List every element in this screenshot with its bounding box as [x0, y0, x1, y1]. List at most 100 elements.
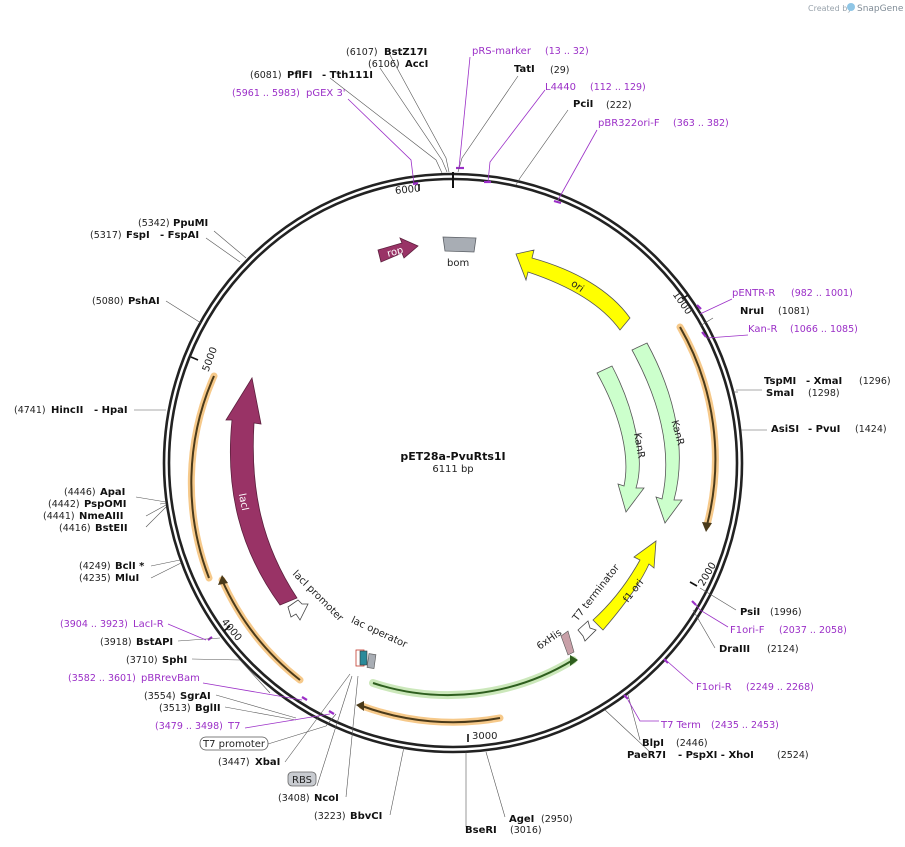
- site-apai-pos: (4446): [64, 487, 96, 498]
- site-fspi-pos: (5317): [90, 230, 122, 241]
- site-acci[interactable]: AccI: [405, 59, 428, 70]
- kanr-outer-feature[interactable]: [631, 342, 683, 524]
- site-bseri-pos: (3016): [510, 825, 542, 836]
- primer-l4440[interactable]: L4440: [545, 82, 576, 93]
- site-blpi[interactable]: BlpI: [642, 738, 664, 749]
- kb-ticks: [190, 184, 698, 742]
- rbs-feature[interactable]: [366, 653, 377, 669]
- site-hpai[interactable]: - HpaI: [94, 405, 128, 416]
- site-tth111i[interactable]: - Tth111I: [322, 70, 373, 81]
- site-bseri[interactable]: BseRI: [465, 825, 497, 836]
- watermark-brand: SnapGene: [857, 4, 904, 14]
- site-nrui[interactable]: NruI: [740, 306, 764, 317]
- site-mlui[interactable]: MluI: [115, 573, 139, 584]
- site-hincii[interactable]: HincII: [51, 405, 83, 416]
- bom-feature[interactable]: [442, 236, 477, 253]
- primer-kan-r[interactable]: Kan-R: [748, 324, 777, 335]
- kanr-inner-label: KanR: [631, 432, 646, 459]
- primer-pbrrevbam[interactable]: pBRrevBam: [141, 673, 200, 684]
- site-xbai[interactable]: XbaI: [255, 757, 280, 768]
- watermark-prefix: Created by: [808, 4, 852, 13]
- site-bsteii-pos: (4416): [59, 523, 91, 534]
- site-pflfi[interactable]: PflFI: [287, 70, 312, 81]
- site-apai[interactable]: ApaI: [100, 487, 125, 498]
- site-asisi[interactable]: AsiSI: [771, 424, 799, 435]
- site-draiii[interactable]: DraIII: [719, 644, 750, 655]
- site-bbvci-pos: (3223): [314, 811, 346, 822]
- site-sgrai[interactable]: SgrAI: [180, 691, 211, 702]
- primer-f1ori-f-range: (2037 .. 2058): [779, 625, 847, 636]
- site-pshai[interactable]: PshAI: [128, 296, 160, 307]
- primer-pentr-r[interactable]: pENTR-R: [732, 288, 775, 299]
- site-bsteii[interactable]: BstEII: [95, 523, 128, 534]
- rop-feature[interactable]: [377, 237, 419, 263]
- f1ori-feature[interactable]: [592, 540, 657, 631]
- plasmid-name: pET28a-PvuRts1I: [400, 450, 505, 463]
- site-nmeaiii[interactable]: NmeAIII: [79, 511, 123, 522]
- primer-t7-range: (3479 .. 3498): [155, 721, 223, 732]
- lac-operator-feature[interactable]: [359, 650, 368, 666]
- site-bstz17i-pos: (6107): [346, 47, 378, 58]
- site-sgrai-pos: (3554): [144, 691, 176, 702]
- site-smai[interactable]: SmaI: [766, 388, 794, 399]
- site-pspxi-xhoi[interactable]: - PspXI - XhoI: [678, 750, 754, 761]
- site-nmeaiii-pos: (4441): [43, 511, 75, 522]
- site-tati[interactable]: TatI: [514, 64, 535, 75]
- site-pshai-pos: (5080): [92, 296, 124, 307]
- primer-prs-marker-range: (13 .. 32): [545, 46, 589, 57]
- site-pspomi[interactable]: PspOMI: [84, 499, 126, 510]
- site-bstapi-pos: (3918): [100, 637, 132, 648]
- site-agei-pos: (2950): [541, 814, 573, 825]
- site-bcli[interactable]: BclI *: [115, 561, 145, 572]
- primer-kan-r-range: (1066 .. 1085): [790, 324, 858, 335]
- site-xbai-pos: (3447): [218, 757, 250, 768]
- site-bglii[interactable]: BglII: [195, 703, 221, 714]
- site-bstapi[interactable]: BstAPI: [136, 637, 173, 648]
- site-bstz17i[interactable]: BstZ17I: [384, 47, 427, 58]
- primer-marks: [207, 166, 707, 715]
- site-ncoi[interactable]: NcoI: [314, 793, 339, 804]
- snapgene-logo-icon: [847, 3, 855, 11]
- primer-t7-term-range: (2435 .. 2453): [711, 720, 779, 731]
- site-bbvci[interactable]: BbvCI: [350, 811, 382, 822]
- primer-pgex-range: (5961 .. 5983): [232, 88, 300, 99]
- site-ppumi-pos: (5342): [138, 218, 170, 229]
- rop-label: rop: [386, 245, 405, 260]
- site-blpi-pos: (2446): [676, 738, 708, 749]
- site-xmai[interactable]: - XmaI: [806, 376, 842, 387]
- his-tag-feature[interactable]: [560, 630, 575, 656]
- primer-laci-r[interactable]: LacI-R: [133, 619, 164, 630]
- primer-f1ori-r[interactable]: F1ori-R: [696, 682, 732, 693]
- laci-feature[interactable]: [225, 376, 298, 606]
- laci-promoter-arrow-icon: [287, 599, 309, 621]
- site-sphi[interactable]: SphI: [162, 655, 187, 666]
- site-fspi[interactable]: FspI: [126, 230, 150, 241]
- primer-pbr322ori-f[interactable]: pBR322ori-F: [598, 118, 660, 129]
- site-agei[interactable]: AgeI: [509, 814, 534, 825]
- site-fspai[interactable]: - FspAI: [160, 230, 199, 241]
- cds-arc-bottom: [356, 701, 504, 726]
- primer-t7-term[interactable]: T7 Term: [660, 720, 701, 731]
- site-bglii-pos: (3513): [159, 703, 191, 714]
- site-pcii[interactable]: PciI: [573, 99, 593, 110]
- site-ppumi[interactable]: PpuMI: [173, 218, 208, 229]
- primer-f1ori-f[interactable]: F1ori-F: [730, 625, 765, 636]
- cds-arc-kan: [676, 323, 719, 532]
- primer-pgex[interactable]: pGEX 3': [306, 88, 346, 99]
- site-psii[interactable]: PsiI: [740, 607, 760, 618]
- site-paer7i[interactable]: PaeR7I: [627, 750, 666, 761]
- rbs-box[interactable]: [287, 771, 317, 787]
- t7-promoter-label: T7 promoter: [202, 739, 266, 750]
- site-tspmi[interactable]: TspMI: [764, 376, 796, 387]
- t7-promoter-box[interactable]: [199, 736, 269, 751]
- primer-prs-marker[interactable]: pRS-marker: [472, 46, 532, 57]
- primer-pbr322ori-f-range: (363 .. 382): [673, 118, 729, 129]
- t7-terminator-icon: [577, 620, 597, 642]
- cds-arc-green: [369, 655, 578, 700]
- site-pvui[interactable]: - PvuI: [808, 424, 840, 435]
- site-draiii-pos: (2124): [767, 644, 799, 655]
- ori-feature[interactable]: [515, 249, 631, 331]
- primer-t7[interactable]: T7: [227, 721, 240, 732]
- kanr-inner-feature[interactable]: [596, 365, 645, 513]
